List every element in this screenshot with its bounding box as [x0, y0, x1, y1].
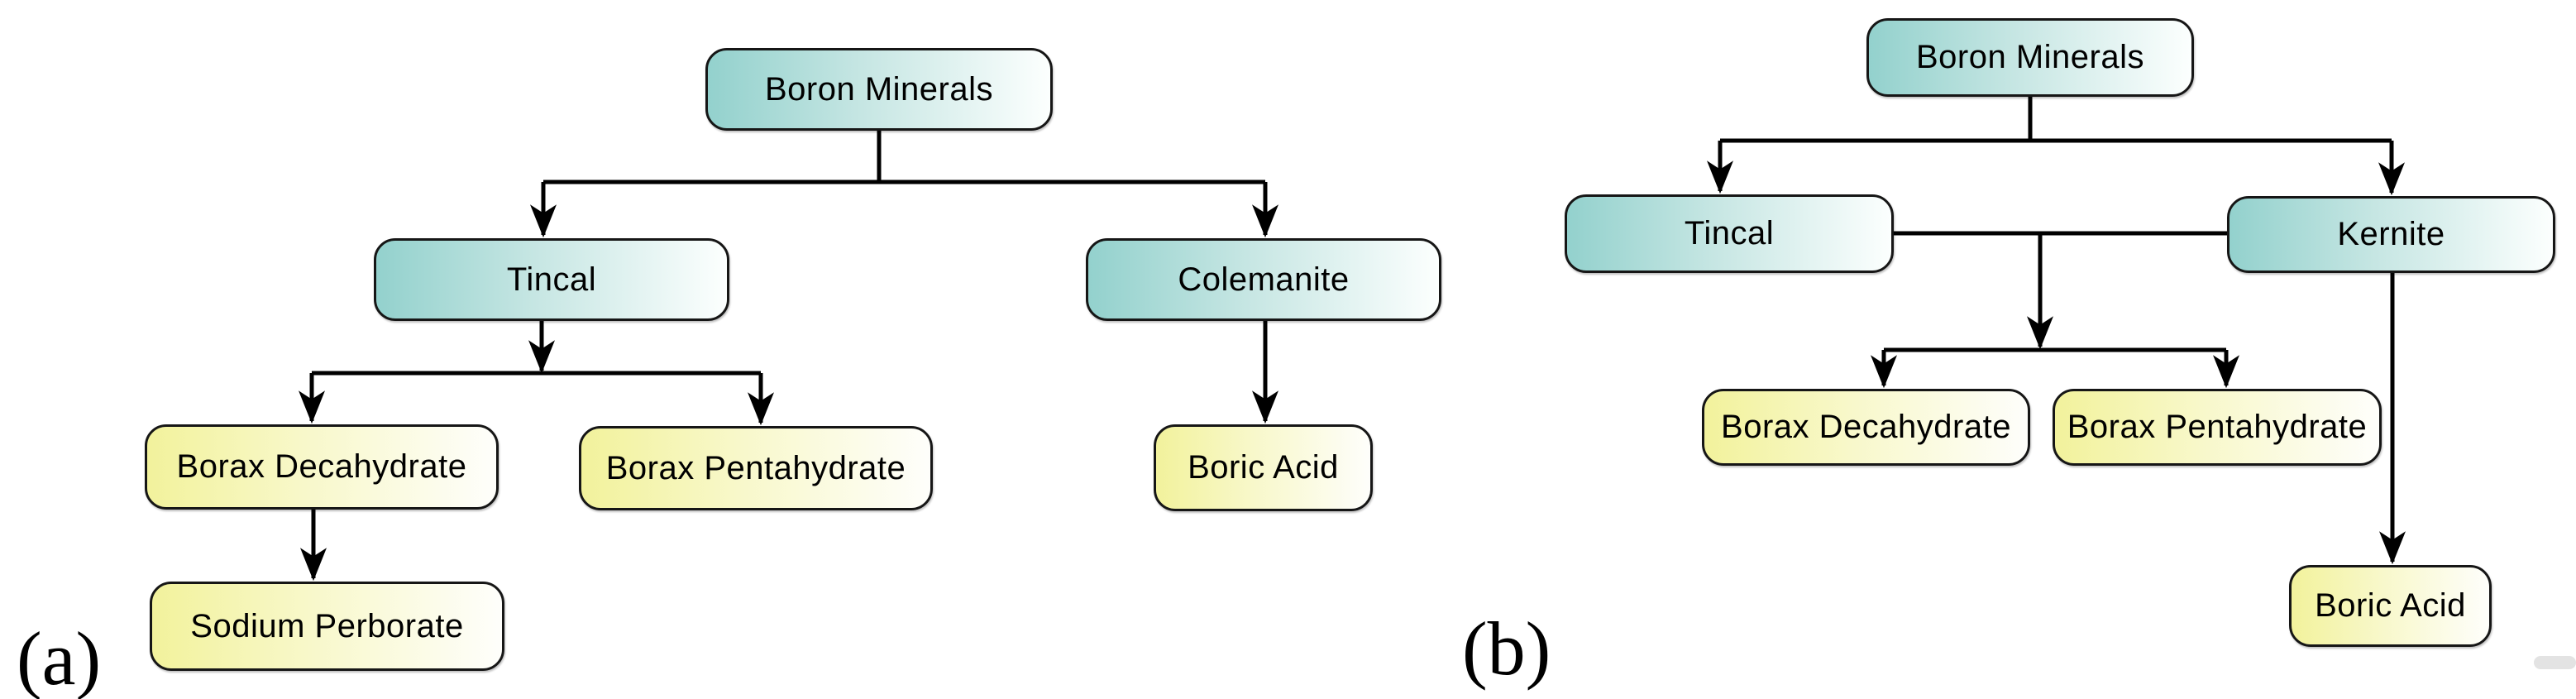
panel-a-label: (a)	[17, 616, 102, 699]
node-label: Boric Acid	[2315, 587, 2466, 624]
node-b-borax-pentahydrate: Borax Pentahydrate	[2053, 389, 2382, 466]
node-label: Borax Decahydrate	[176, 448, 467, 485]
scan-artifact	[2534, 656, 2576, 669]
node-label: Boric Acid	[1188, 449, 1339, 486]
node-a-boron-minerals: Boron Minerals	[705, 48, 1053, 131]
node-label: Borax Pentahydrate	[605, 449, 906, 486]
node-label: Colemanite	[1178, 261, 1350, 298]
node-a-tincal: Tincal	[374, 238, 729, 321]
node-a-borax-decahydrate: Borax Decahydrate	[145, 424, 499, 510]
node-label: Boron Minerals	[764, 70, 993, 108]
node-label: Tincal	[1684, 215, 1775, 251]
node-label: Boron Minerals	[1915, 39, 2144, 75]
node-a-colemanite: Colemanite	[1086, 238, 1441, 321]
node-b-tincal: Tincal	[1565, 194, 1894, 273]
node-a-boric-acid: Boric Acid	[1154, 424, 1373, 511]
node-label: Tincal	[506, 261, 597, 298]
node-label: Borax Decahydrate	[1721, 409, 2011, 445]
node-b-borax-decahydrate: Borax Decahydrate	[1702, 389, 2030, 466]
node-label: Borax Pentahydrate	[2067, 409, 2368, 445]
node-label: Kernite	[2337, 216, 2445, 252]
node-label: Sodium Perborate	[190, 607, 464, 644]
panel-b-label: (b)	[1462, 606, 1551, 691]
node-b-boric-acid: Boric Acid	[2289, 565, 2492, 647]
node-b-boron-minerals: Boron Minerals	[1866, 18, 2194, 97]
node-a-sodium-perborate: Sodium Perborate	[150, 582, 504, 671]
node-b-kernite: Kernite	[2227, 196, 2555, 273]
node-a-borax-pentahydrate: Borax Pentahydrate	[579, 426, 933, 510]
